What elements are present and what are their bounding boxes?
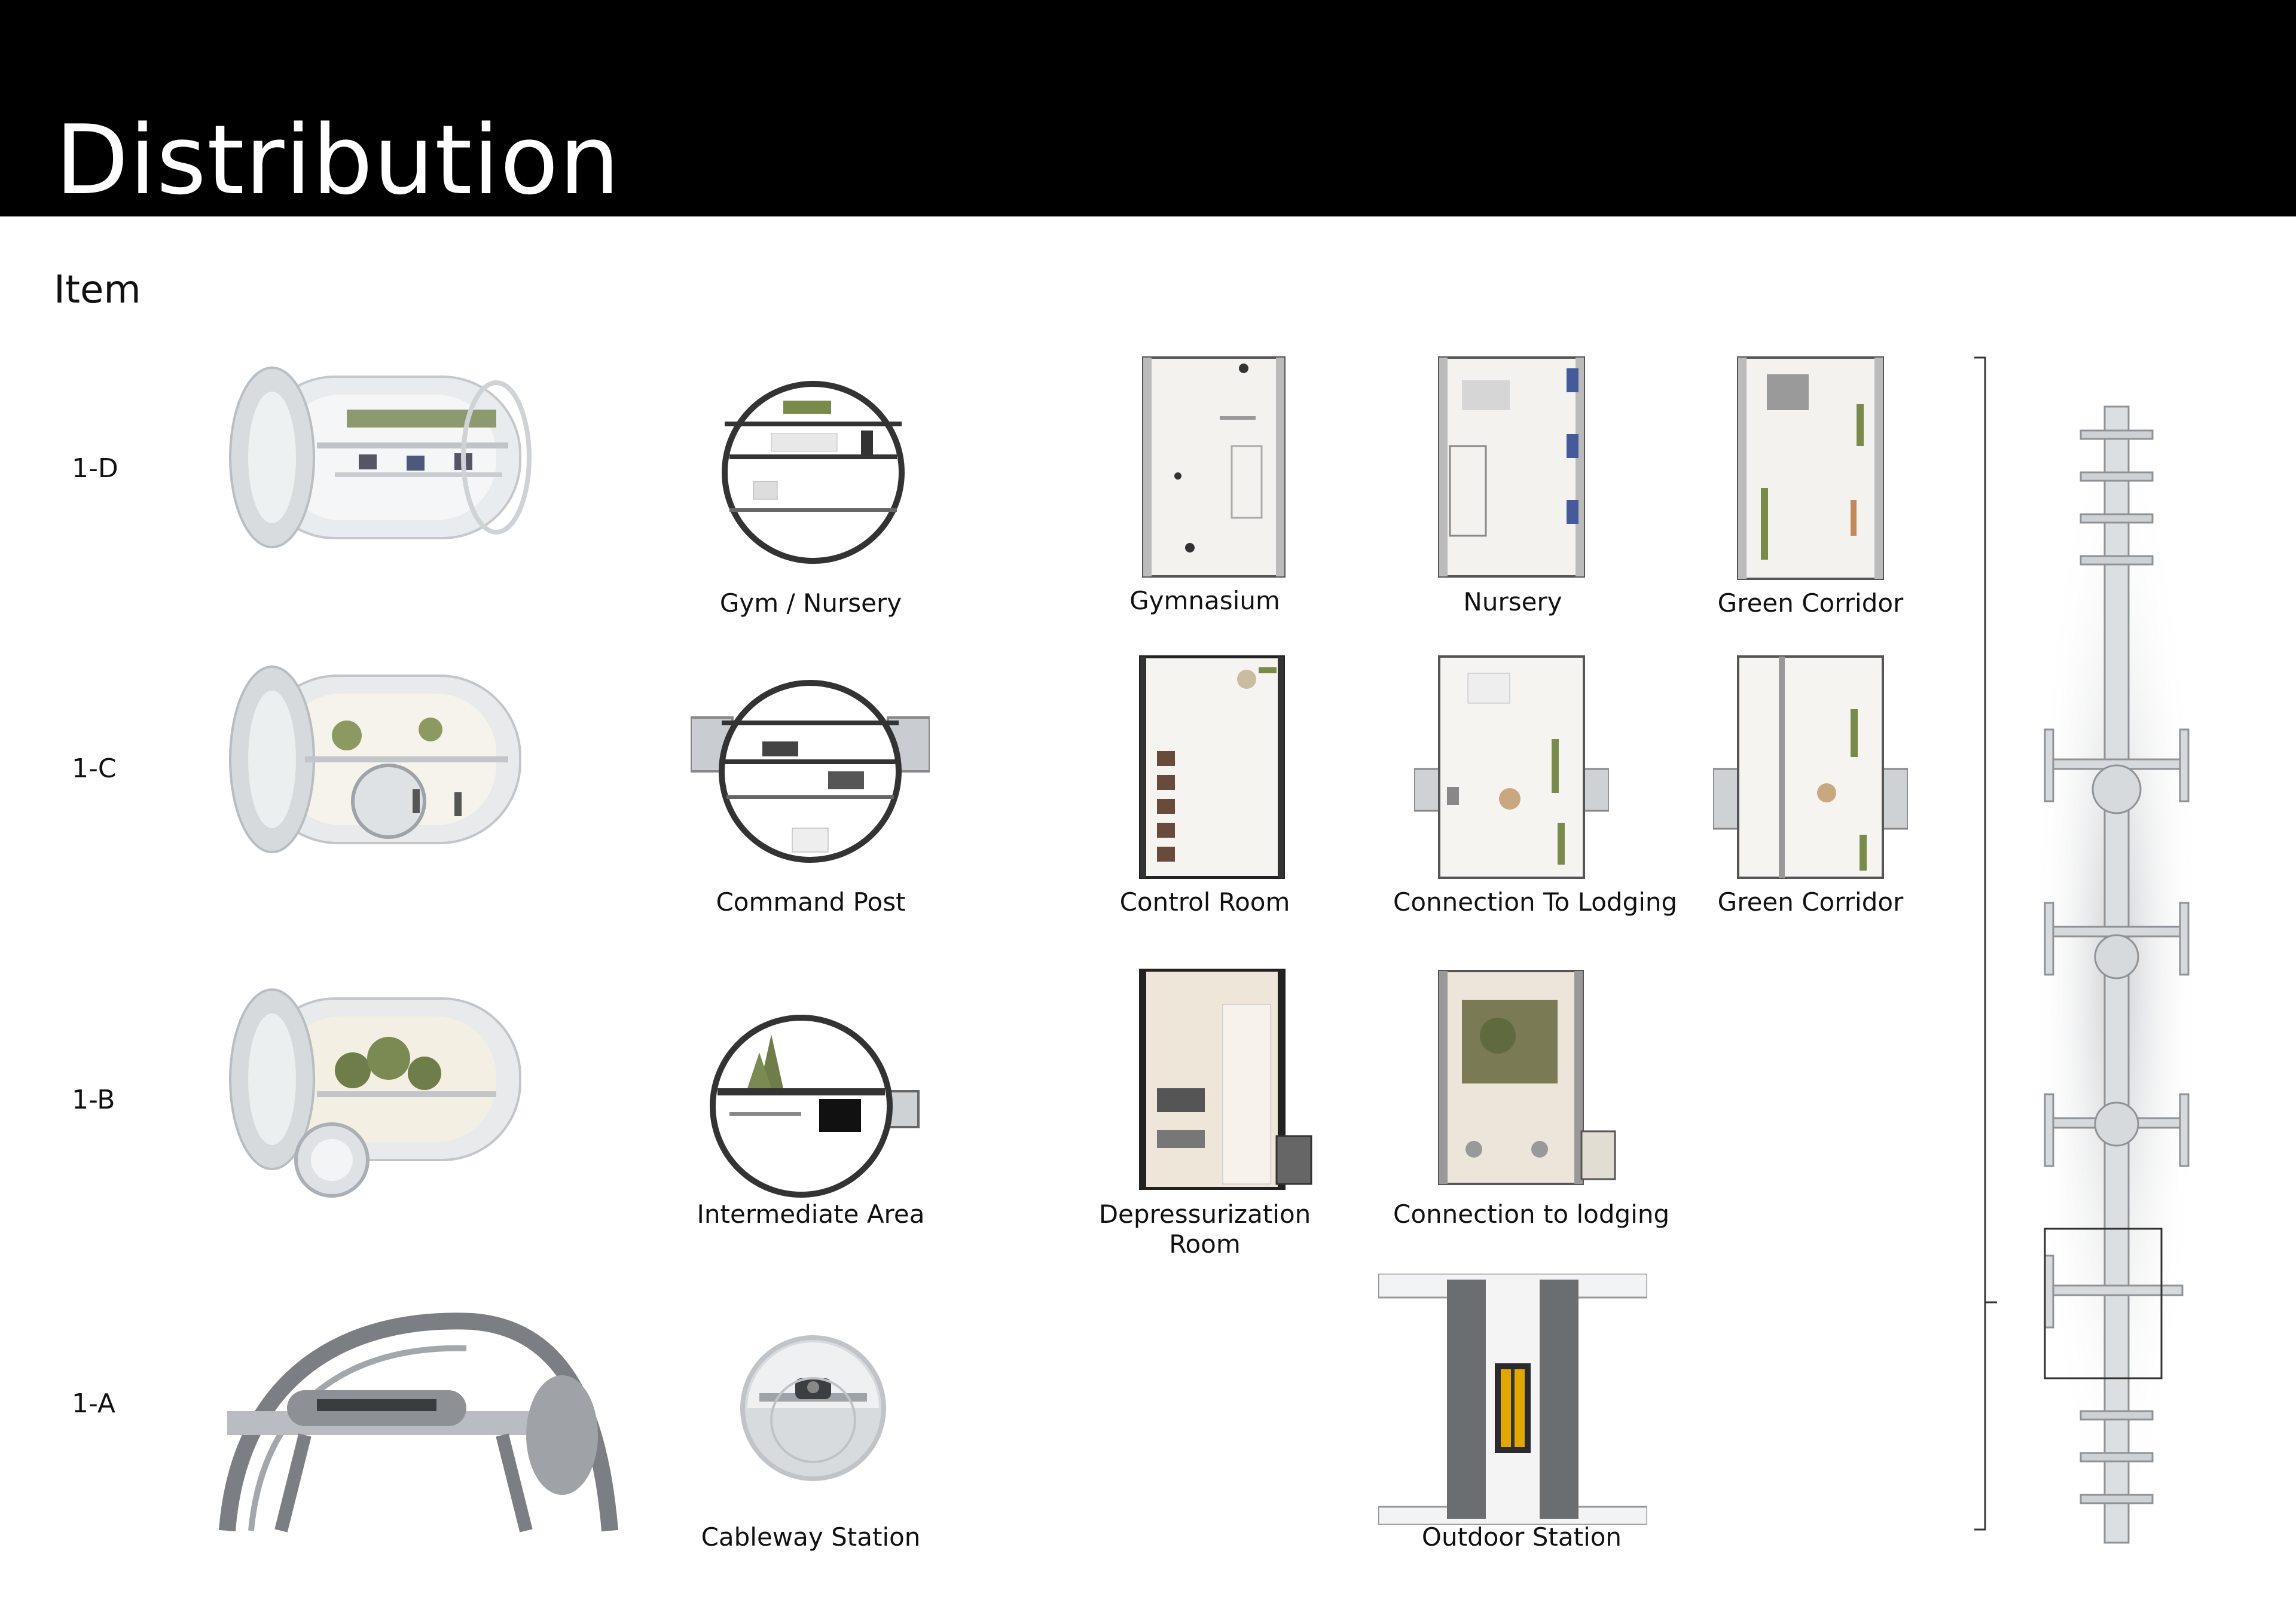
- cross-section-intermediate-area: [706, 1011, 921, 1202]
- level-label-1d: 1-D: [72, 453, 118, 484]
- caption-connection-to-lodging-1b: Connection to lodging: [1393, 1199, 1670, 1229]
- cross-section-gym-nursery: [718, 377, 909, 568]
- caption-outdoor-station: Outdoor Station: [1421, 1522, 1622, 1552]
- grouping-bracket: [1973, 356, 1997, 1552]
- level-label-1c: 1-C: [72, 753, 117, 784]
- page-title: Distribution: [55, 104, 621, 216]
- floor-plan-gymnasium: [1142, 356, 1286, 578]
- floor-plan-green-corridor-1d: [1737, 356, 1884, 580]
- caption-command-post: Command Post: [716, 887, 906, 917]
- floor-plan-outdoor-station: [1378, 1274, 1647, 1525]
- floor-plan-connection-to-lodging: [1414, 655, 1609, 879]
- module-render-1a: [215, 1292, 622, 1537]
- caption-green-corridor-1d: Green Corridor: [1717, 588, 1904, 618]
- caption-connection-to-lodging: Connection To Lodging: [1393, 887, 1678, 917]
- module-render-1d: [215, 353, 550, 574]
- caption-intermediate-area: Intermediate Area: [697, 1199, 925, 1229]
- cross-section-cableway-station: [735, 1330, 891, 1486]
- page-header: Distribution: [0, 0, 2296, 216]
- level-label-1b: 1-B: [72, 1085, 115, 1115]
- floor-plan-depressurization-room: [1139, 969, 1312, 1190]
- caption-green-corridor-1c: Green Corridor: [1717, 887, 1904, 917]
- cross-section-command-post: [691, 676, 930, 867]
- module-render-1b: [215, 981, 562, 1220]
- module-render-1c: [215, 652, 550, 879]
- floor-plan-control-room: [1139, 655, 1285, 879]
- floor-plan-connection-to-lodging-1b: [1438, 970, 1617, 1185]
- caption-gymnasium: Gymnasium: [1129, 586, 1280, 615]
- section-subtitle: Item: [54, 268, 141, 312]
- caption-nursery: Nursery: [1463, 587, 1562, 616]
- floor-plan-green-corridor-1c: [1713, 655, 1908, 879]
- caption-cableway-station: Cableway Station: [701, 1522, 921, 1552]
- level-label-1a: 1-A: [72, 1388, 116, 1419]
- caption-control-room: Control Room: [1119, 887, 1290, 917]
- caption-depressurization-room: Depressurization Room: [1098, 1199, 1311, 1259]
- caption-gym-nursery: Gym / Nursery: [719, 588, 902, 618]
- site-plan-overview: [1997, 395, 2236, 1561]
- floor-plan-nursery: [1438, 356, 1585, 578]
